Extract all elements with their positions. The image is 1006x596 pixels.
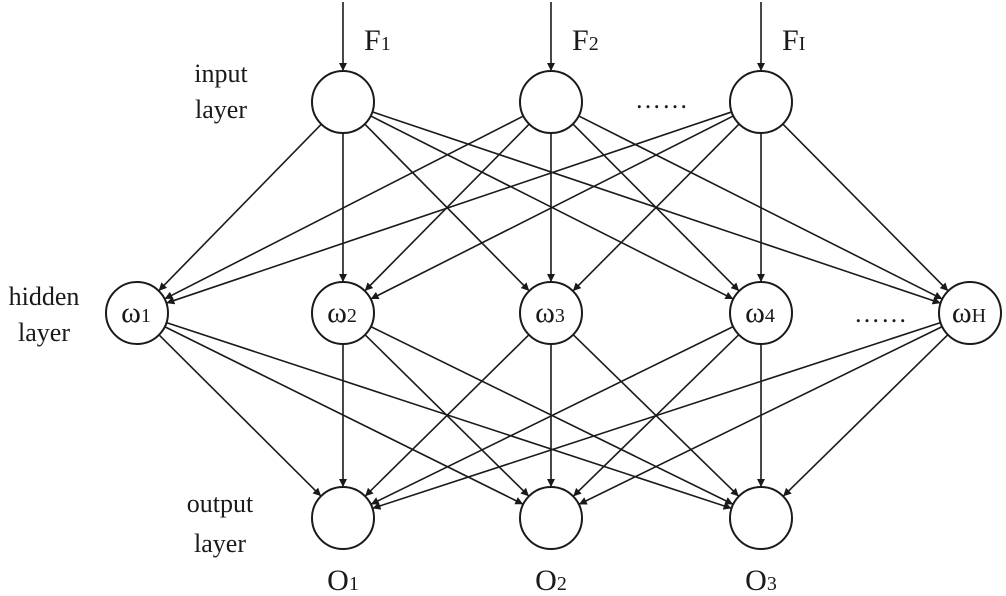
output-node-label-3: O3 [745, 564, 777, 596]
hidden-node-label-1-symbol: ω [121, 296, 141, 329]
output-node-label-2-subscript: 2 [557, 573, 567, 595]
edge-input-2-hidden-1 [164, 115, 524, 300]
input-arrows [339, 2, 765, 71]
output-node-label-3-symbol: O [745, 564, 767, 596]
hidden-node-label-4-subscript: 4 [765, 305, 775, 327]
edge-hidden-5-output-2 [578, 325, 943, 506]
hidden-node-label-3-symbol: ω [535, 296, 555, 329]
hidden-node-label-1-subscript: 1 [141, 305, 151, 327]
edge-input-3-hidden-5 [782, 123, 949, 292]
input-node-label-2-symbol: F [572, 24, 589, 57]
hidden-layer-label-line1: hidden [9, 282, 80, 311]
input-node-label-3-symbol: F [782, 24, 799, 57]
input-ellipsis: …… [635, 85, 689, 114]
output-layer-label-line1: output [187, 489, 254, 518]
input-node-label-1: F1 [364, 24, 391, 57]
hidden-node-label-2-symbol: ω [327, 296, 347, 329]
edge-hidden-5-output-3 [782, 334, 949, 497]
input-node-label-3: FI [782, 24, 805, 57]
hidden-node-label-4: ω4 [745, 296, 775, 329]
hidden-node-1 [105, 281, 169, 345]
input-layer-label-line2: layer [195, 95, 247, 124]
edge-hidden-3-output-1 [364, 334, 530, 497]
input-node-2 [519, 70, 583, 134]
connection-edges [158, 111, 949, 510]
output-node-label-3-subscript: 3 [767, 573, 777, 595]
input-node-3 [729, 70, 793, 134]
edge-hidden-5-output-1 [372, 321, 941, 510]
hidden-node-3 [519, 281, 583, 345]
hidden-layer-label-line2: layer [18, 318, 70, 347]
output-node-label-1: O1 [327, 564, 359, 596]
input-node-label-1-subscript: 1 [381, 33, 391, 55]
edge-input-1-hidden-1 [158, 123, 322, 292]
edge-hidden-1-output-3 [166, 321, 732, 510]
output-node-2 [519, 486, 583, 550]
input-node-label-2-subscript: 2 [589, 33, 599, 55]
output-node-3 [729, 486, 793, 550]
hidden-node-4 [729, 281, 793, 345]
hidden-node-label-3-subscript: 3 [555, 305, 565, 327]
hidden-node-label-5-symbol: ω [952, 296, 972, 329]
output-node-label-1-symbol: O [327, 564, 349, 596]
input-node-label-1-symbol: F [364, 24, 381, 57]
edge-input-3-hidden-2 [370, 115, 734, 300]
output-layer-label-line2: layer [194, 529, 246, 558]
edge-input-3-hidden-3 [572, 123, 740, 292]
hidden-node-label-1: ω1 [121, 296, 151, 329]
output-node-label-1-subscript: 1 [349, 573, 359, 595]
edge-input-3-hidden-1 [166, 111, 732, 305]
output-node-1 [311, 486, 375, 550]
hidden-node-2 [311, 281, 375, 345]
edge-hidden-1-output-2 [164, 326, 524, 505]
hidden-node-label-3: ω3 [535, 296, 565, 329]
hidden-node-label-5-subscript: H [972, 305, 986, 327]
output-node-label-2: O2 [535, 564, 567, 596]
hidden-node-5 [938, 281, 1002, 345]
hidden-node-label-2-subscript: 2 [347, 305, 357, 327]
hidden-ellipsis: …… [854, 299, 908, 328]
hidden-node-label-2: ω2 [327, 296, 357, 329]
input-node-label-2: F2 [572, 24, 599, 57]
edge-hidden-1-output-1 [158, 334, 322, 497]
input-layer-label-line1: input [194, 59, 248, 88]
hidden-node-label-5: ωH [952, 296, 986, 329]
output-node-label-2-symbol: O [535, 564, 557, 596]
hidden-node-label-4-symbol: ω [745, 296, 765, 329]
edge-hidden-4-output-1 [370, 325, 734, 506]
input-node-label-3-subscript: I [799, 33, 806, 55]
input-node-1 [311, 70, 375, 134]
